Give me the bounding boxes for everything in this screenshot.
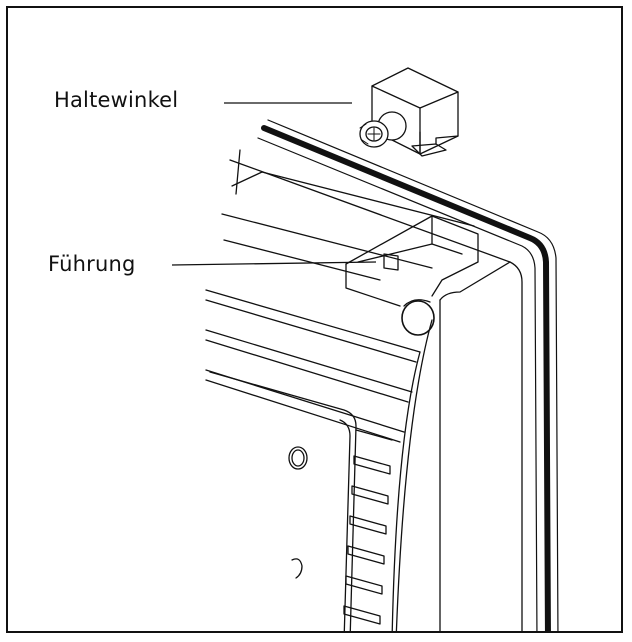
fuehrung-leader-line — [171, 261, 377, 266]
screw-holes — [288, 446, 308, 579]
corner-knob — [401, 299, 435, 336]
front-frame — [229, 159, 523, 631]
mounting-bracket — [359, 67, 459, 157]
figure-frame — [6, 6, 623, 633]
side-wall — [391, 319, 433, 631]
label-fuehrung: Führung — [48, 252, 136, 276]
inner-panel — [209, 371, 357, 631]
bezel-gasket — [257, 119, 559, 631]
guide-slot — [345, 215, 479, 307]
housing-top — [221, 149, 475, 281]
label-haltewinkel: Haltewinkel — [54, 88, 179, 112]
side-slots — [343, 429, 393, 625]
housing-ribs — [205, 289, 421, 443]
